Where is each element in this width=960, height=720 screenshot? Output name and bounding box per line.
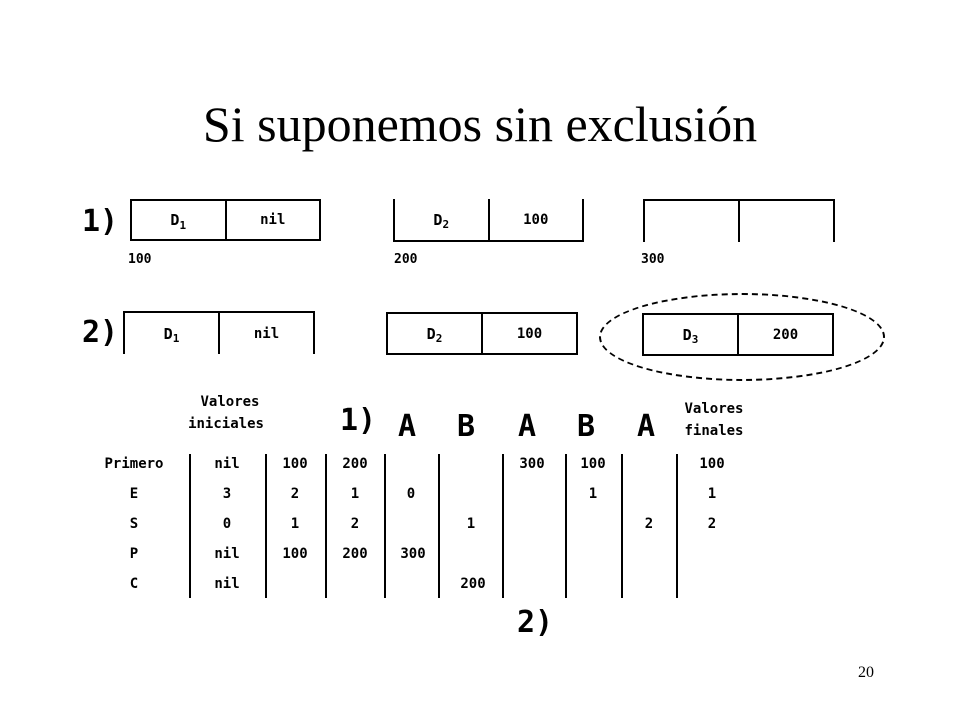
initial-values-header-line1: Valores bbox=[200, 394, 260, 410]
node-next-cell: 100 bbox=[481, 314, 576, 353]
cell-e: 0 bbox=[406, 486, 416, 502]
final-value-s: 2 bbox=[707, 516, 717, 532]
row-label-c: C bbox=[129, 576, 139, 592]
final-values-header-line1: Valores bbox=[684, 401, 744, 417]
step1-label: 1) bbox=[82, 204, 119, 239]
operation-2: B bbox=[457, 409, 476, 444]
initial-values-header-line2: iniciales bbox=[188, 416, 264, 432]
initial-value-p: nil bbox=[214, 546, 240, 562]
cell-primero: 300 bbox=[519, 456, 545, 472]
operation-1: A bbox=[398, 409, 417, 444]
column-separator bbox=[384, 454, 386, 598]
column-separator bbox=[189, 454, 191, 598]
cell-primero: 100 bbox=[282, 456, 308, 472]
node-next-cell: 200 bbox=[737, 315, 832, 354]
step1-node-2-address: 200 bbox=[394, 252, 418, 267]
column-separator bbox=[502, 454, 504, 598]
cell-e: 1 bbox=[350, 486, 360, 502]
node-next-cell: nil bbox=[224, 201, 320, 239]
node-next-cell: 100 bbox=[487, 199, 583, 240]
row-label-p: P bbox=[129, 546, 139, 562]
step1-node-3-empty bbox=[643, 199, 835, 242]
column-separator bbox=[621, 454, 623, 598]
cell-e: 1 bbox=[588, 486, 598, 502]
column-separator bbox=[565, 454, 567, 598]
column-separator bbox=[438, 454, 440, 598]
cell-s: 1 bbox=[290, 516, 300, 532]
row-label-e: E bbox=[129, 486, 139, 502]
operation-4: B bbox=[577, 409, 596, 444]
slide-title: Si suponemos sin exclusión bbox=[202, 96, 758, 152]
initial-value-s: 0 bbox=[222, 516, 232, 532]
sequence-label-1: 1) bbox=[340, 403, 377, 438]
node-data-cell bbox=[645, 201, 738, 242]
final-value-primero: 100 bbox=[699, 456, 725, 472]
cell-p: 300 bbox=[400, 546, 426, 562]
row-label-s: S bbox=[129, 516, 139, 532]
column-separator bbox=[265, 454, 267, 598]
operation-3: A bbox=[518, 409, 537, 444]
column-separator bbox=[676, 454, 678, 598]
column-separator bbox=[325, 454, 327, 598]
cell-p: 200 bbox=[342, 546, 368, 562]
initial-value-e: 3 bbox=[222, 486, 232, 502]
cell-primero: 100 bbox=[580, 456, 606, 472]
step1-node-1-address: 100 bbox=[128, 252, 152, 267]
final-values-header-line2: finales bbox=[684, 423, 744, 439]
cell-e: 2 bbox=[290, 486, 300, 502]
cell-s: 2 bbox=[644, 516, 654, 532]
step2-label: 2) bbox=[82, 315, 119, 350]
cell-s: 1 bbox=[466, 516, 476, 532]
initial-value-c: nil bbox=[214, 576, 240, 592]
sequence-label-2: 2) bbox=[517, 605, 554, 640]
cell-s: 2 bbox=[350, 516, 360, 532]
cell-c: 200 bbox=[460, 576, 486, 592]
operation-5: A bbox=[637, 409, 656, 444]
cell-p: 100 bbox=[282, 546, 308, 562]
initial-value-primero: nil bbox=[214, 456, 240, 472]
node-next-cell: nil bbox=[218, 313, 313, 354]
page-number: 20 bbox=[858, 664, 874, 681]
cell-primero: 200 bbox=[342, 456, 368, 472]
node-next-cell bbox=[738, 201, 833, 242]
row-label-primero: Primero bbox=[104, 456, 164, 472]
final-value-e: 1 bbox=[707, 486, 717, 502]
step1-node-3-address: 300 bbox=[641, 252, 665, 267]
highlight-dashed-ellipse bbox=[599, 293, 885, 381]
